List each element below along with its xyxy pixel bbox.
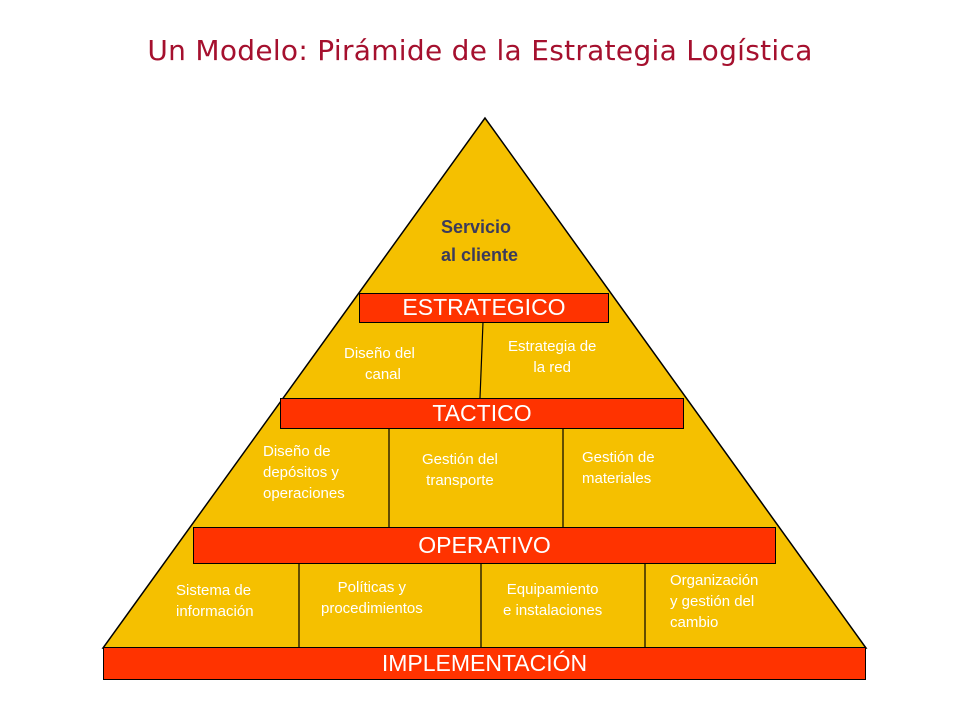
band-implementacion: IMPLEMENTACIÓN: [103, 647, 866, 680]
item-line: Políticas y: [337, 579, 407, 596]
item-line: Diseño del: [344, 345, 415, 362]
item-equipamiento: Equipamiento e instalaciones: [503, 579, 602, 621]
item-line: Diseño de: [263, 443, 331, 460]
item-organizacion: Organización y gestión del cambio: [670, 570, 758, 633]
item-line: operaciones: [263, 485, 345, 502]
item-line: Estrategia de: [508, 338, 597, 355]
item-estrategia-red: Estrategia de la red: [508, 336, 596, 378]
band-estrategico: ESTRATEGICO: [359, 293, 609, 323]
top-label-line2: al cliente: [441, 245, 519, 265]
item-line: materiales: [582, 470, 652, 487]
item-politicas: Políticas y procedimientos: [321, 577, 423, 619]
item-diseno-depositos: Diseño de depósitos y operaciones: [263, 441, 345, 504]
band-operativo: OPERATIVO: [193, 527, 776, 564]
item-line: la red: [533, 359, 571, 376]
top-label-servicio: Servicio al cliente: [441, 213, 518, 269]
item-gestion-materiales: Gestión de materiales: [582, 447, 655, 489]
item-line: transporte: [426, 472, 494, 489]
band-tactico: TACTICO: [280, 398, 684, 429]
item-line: procedimientos: [321, 600, 423, 617]
item-line: cambio: [670, 614, 719, 631]
item-sistema-informacion: Sistema de información: [176, 580, 254, 622]
item-line: canal: [365, 366, 401, 383]
divider-estrategico: [479, 321, 484, 399]
pyramid-body: [101, 116, 868, 649]
item-line: e instalaciones: [503, 602, 603, 619]
item-line: Sistema de: [176, 582, 252, 599]
item-line: información: [176, 603, 254, 620]
item-line: Gestión de: [582, 449, 655, 466]
page-title: Un Modelo: Pirámide de la Estrategia Log…: [147, 34, 813, 67]
item-line: Equipamiento: [506, 581, 599, 598]
top-label-line1: Servicio: [441, 217, 512, 237]
item-line: y gestión del: [670, 593, 755, 610]
item-diseno-canal: Diseño del canal: [344, 343, 415, 385]
item-gestion-transporte: Gestión del transporte: [422, 449, 498, 491]
item-line: Gestión del: [422, 451, 498, 468]
item-line: Organización: [670, 572, 759, 589]
item-line: depósitos y: [263, 464, 339, 481]
